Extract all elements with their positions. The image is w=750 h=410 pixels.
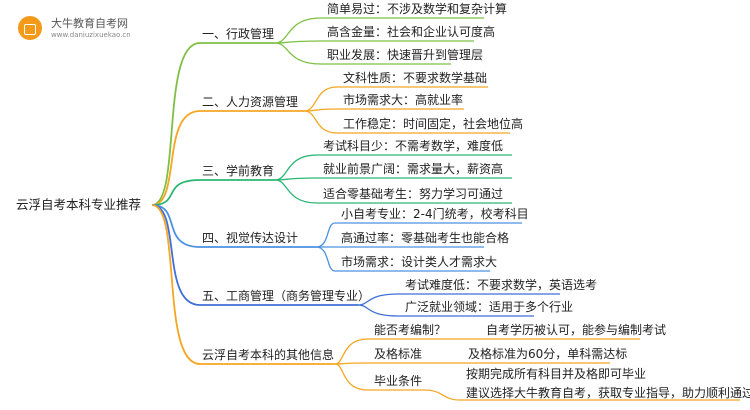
leaf-text: 考试难度低：不要求数学，英语选考 — [405, 277, 597, 292]
leaf-text: 小自考专业：2-4门统考，校考科目 — [341, 206, 529, 221]
leaf-connector — [274, 42, 322, 65]
branch-title: 一、行政管理 — [202, 26, 274, 41]
leaf-connector — [274, 179, 318, 204]
detail-text: 按期完成所有科目并及格即可毕业 — [466, 366, 646, 381]
leaf-text: 适合零基础考生：努力学习可通过 — [323, 186, 503, 201]
book-icon — [18, 16, 42, 40]
leaf-connector — [315, 246, 336, 272]
leaf-text: 市场需求大：高就业率 — [343, 92, 463, 107]
leaf-connector — [274, 17, 322, 44]
detail-text: 自考学历被认可，能参与编制考试 — [486, 322, 666, 337]
leaf-text: 工作稳定：时间固定，社会地位高 — [343, 116, 523, 131]
leaf-connector — [315, 222, 336, 248]
root-topic: 云浮自考本科专业推荐 — [16, 197, 141, 212]
branch-connector — [151, 204, 201, 306]
branch-title: 云浮自考本科的其他信息 — [202, 347, 334, 362]
leaf-connector — [334, 363, 369, 391]
site-logo[interactable]: 大牛教育自考网 www.daniuzixuekao.cn — [18, 14, 168, 48]
branch-title: 二、人力资源管理 — [202, 94, 298, 109]
branch-connector — [151, 204, 201, 365]
branch-title: 三、学前教育 — [202, 163, 274, 178]
leaf-connector — [274, 154, 318, 181]
detail-text: 及格标准为60分，单科需达标 — [468, 346, 627, 361]
leaf-connector — [303, 110, 338, 134]
leaf-connector — [334, 362, 369, 365]
leaf-text: 及格标准 — [374, 346, 422, 361]
leaf-connector — [357, 304, 400, 317]
detail-connector — [423, 389, 461, 401]
logo-title: 大牛教育自考网 — [51, 17, 128, 30]
leaf-text: 文科性质：不要求数学基础 — [343, 70, 487, 85]
branch-title: 五、工商管理（商务管理专业） — [202, 288, 370, 303]
leaf-text: 简单易过：不涉及数学和复杂计算 — [327, 1, 507, 16]
leaf-text: 高含金量：社会和企业认可度高 — [327, 24, 495, 39]
branch-connector — [151, 110, 201, 206]
branch-connector — [151, 204, 201, 248]
leaf-text: 广泛就业领域：适用于多个行业 — [405, 300, 573, 314]
branch-title: 四、视觉传达设计 — [202, 230, 298, 245]
leaf-text: 考试科目少：不需考数学，难度低 — [323, 138, 503, 153]
leaf-text: 就业前景广阔：需求量大，薪资高 — [323, 161, 503, 176]
leaf-text: 高通过率：零基础考生也能合格 — [341, 230, 509, 245]
leaf-connector — [303, 86, 338, 112]
leaf-text: 毕业条件 — [374, 374, 422, 388]
leaf-text: 市场需求：设计类人才需求大 — [341, 254, 497, 269]
leaf-connector — [334, 338, 369, 365]
logo-url: www.daniuzixuekao.cn — [51, 31, 131, 39]
leaf-text: 职业发展：快速晋升到管理层 — [327, 47, 483, 62]
detail-text: 建议选择大牛教育自考，获取专业指导，助力顺利通过考试。 — [466, 385, 750, 400]
leaf-text: 能否考编制？ — [374, 322, 446, 337]
branch-connector — [151, 42, 201, 206]
branch-connector — [151, 179, 201, 206]
